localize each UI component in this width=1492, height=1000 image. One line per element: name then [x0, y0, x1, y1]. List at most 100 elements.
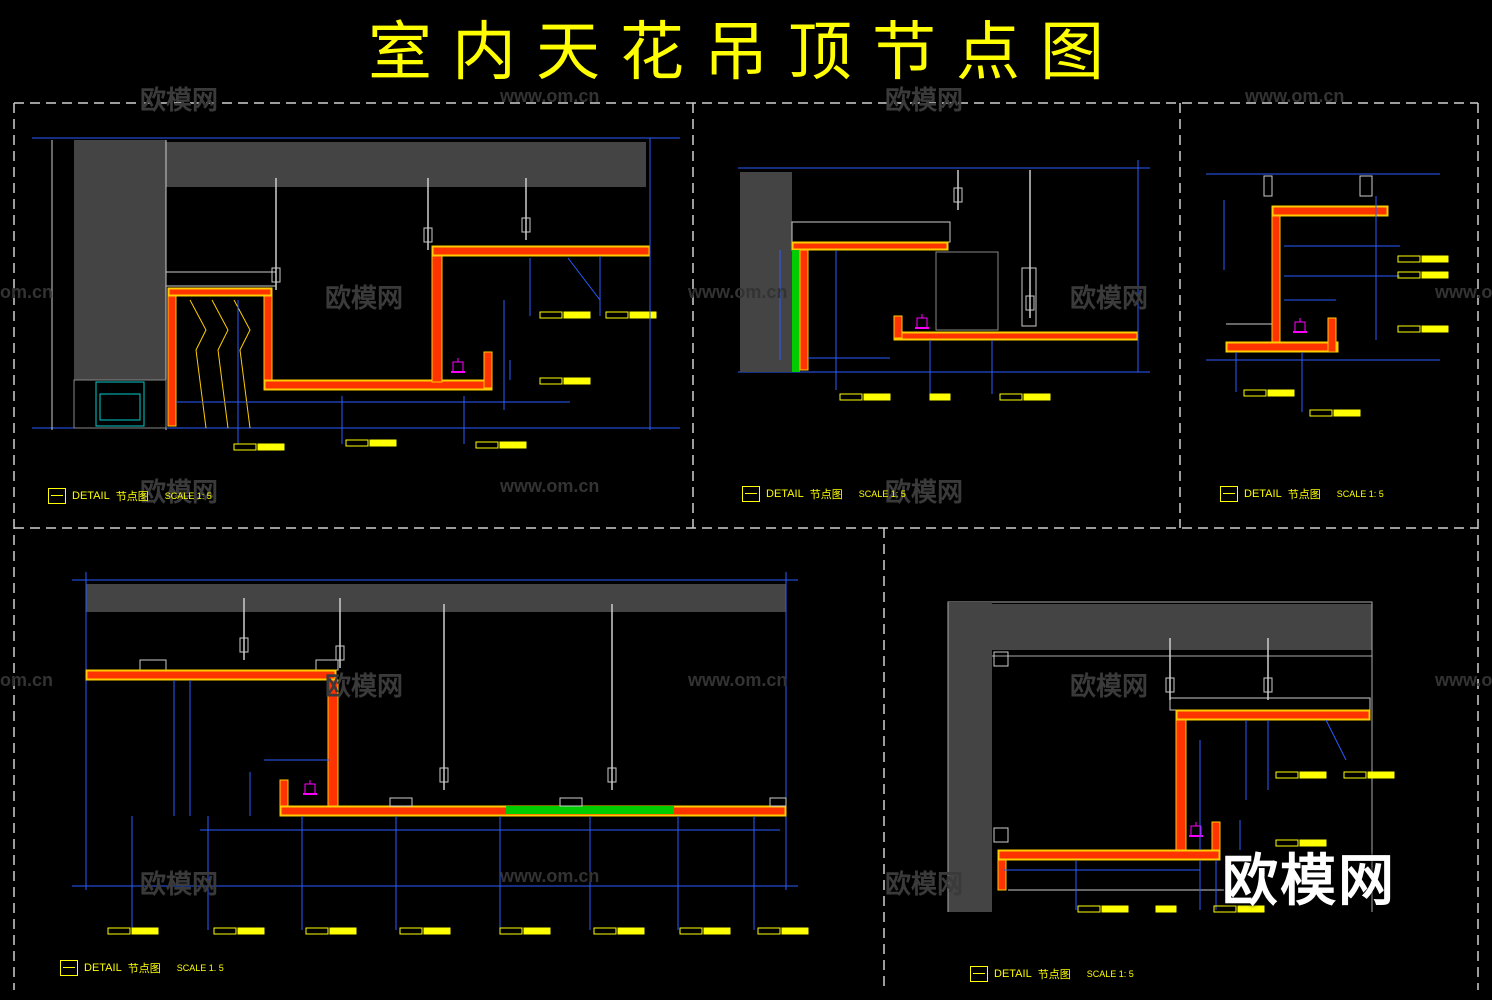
material-tag [605, 311, 629, 319]
watermark-url: www.om.cn [1245, 86, 1345, 106]
hanger-clip [607, 767, 617, 783]
gypsum-board-vertical [997, 859, 1007, 891]
concrete-slab [992, 604, 1372, 650]
material-tag [1275, 839, 1299, 847]
detail-label: DETAIL [1244, 488, 1282, 500]
watermark-cn: 欧模网 [885, 870, 964, 900]
detail-scale: SCALE 1: 5 [1086, 969, 1134, 979]
gypsum-board-vertical [483, 351, 493, 389]
material-tag-text [423, 927, 451, 935]
watermark-url: www.om.cn [688, 670, 788, 690]
material-tag-text [563, 311, 591, 319]
detail-scale: SCALE 1: 5 [1336, 489, 1384, 499]
material-tag [305, 927, 329, 935]
gypsum-board-vertical [1327, 317, 1337, 353]
material-tag [1397, 325, 1421, 333]
material-tag [757, 927, 781, 935]
material-tag [1243, 389, 1267, 397]
watermark-cn: 欧模网 [885, 478, 964, 508]
section-cross [993, 827, 1009, 843]
detail-scale: SCALE 1. 5 [176, 963, 224, 973]
material-tag [1077, 905, 1101, 913]
material-tag-text [1299, 771, 1327, 779]
bulkhead-frame [165, 271, 277, 287]
gypsum-board [997, 849, 1221, 861]
detail-label: DETAIL [994, 968, 1032, 980]
detail-label: DETAIL [84, 962, 122, 974]
concrete-column [74, 140, 166, 380]
material-tag [399, 927, 423, 935]
cabinet-frame [73, 379, 167, 429]
material-tag-text [1421, 255, 1449, 263]
gypsum-board-vertical [263, 295, 273, 387]
light-fixture [304, 783, 316, 795]
hanger-clip [1263, 175, 1273, 197]
detail-name: 节点图 [115, 491, 149, 503]
gypsum-board [85, 669, 337, 681]
material-tag-text [703, 927, 731, 935]
light-fixture [916, 317, 928, 329]
material-tag-text [1267, 389, 1295, 397]
gypsum-board [1225, 341, 1339, 353]
detail-name: 节点图 [1287, 489, 1321, 501]
material-tag [499, 927, 523, 935]
gypsum-board-hatch [1176, 710, 1370, 720]
gypsum-board-vertical [799, 249, 809, 371]
material-tag-text [237, 927, 265, 935]
watermark-cn: 欧模网 [325, 672, 404, 702]
detail-label: DETAIL [766, 488, 804, 500]
detail-caption-5: DETAIL 节点图 SCALE 1: 5 [970, 966, 1134, 982]
hanger-clip [139, 659, 167, 671]
material-tag-text [1299, 839, 1327, 847]
detail-scale: SCALE 1: 5 [164, 491, 212, 501]
carrier-clip [559, 797, 583, 807]
detail-caption-2: DETAIL 节点图 SCALE 1: 5 [742, 486, 906, 502]
concrete-wall [948, 602, 992, 912]
material-tag-text [863, 393, 891, 401]
detail-badge-icon [60, 960, 78, 976]
material-tag [1275, 771, 1299, 779]
gypsum-board-hatch [432, 246, 650, 256]
gypsum-board-vertical [1271, 215, 1281, 345]
detail-caption-1: DETAIL 节点图 SCALE 1: 5 [48, 488, 212, 504]
material-tag [999, 393, 1023, 401]
detail-name: 节点图 [1037, 969, 1071, 981]
hanger-clip [335, 645, 345, 661]
gypsum-board [167, 287, 273, 297]
material-tag-text [1333, 409, 1361, 417]
material-tag-text [1421, 271, 1449, 279]
oven-door [99, 393, 141, 421]
material-tag [539, 377, 563, 385]
duct-line [233, 299, 251, 429]
hanger-clip [239, 637, 249, 653]
material-tag-text [1237, 905, 1265, 913]
bulkhead-frame [1169, 697, 1371, 711]
material-tag [1397, 255, 1421, 263]
gypsum-board-hatch [792, 242, 948, 250]
gypsum-board-vertical [167, 295, 177, 427]
watermark-cn: 欧模网 [885, 86, 964, 116]
material-tag-text [499, 441, 527, 449]
detail-badge-icon [742, 486, 760, 502]
material-tag-text [1155, 905, 1177, 913]
material-tag-text [329, 927, 357, 935]
duct-line [211, 299, 229, 429]
hanger-clip [953, 187, 963, 203]
material-tag [1343, 771, 1367, 779]
material-tag-text [257, 443, 285, 451]
wall-finish [792, 250, 800, 372]
material-tag [213, 927, 237, 935]
detail-caption-4: DETAIL 节点图 SCALE 1. 5 [60, 960, 224, 976]
gypsum-board-hatch [86, 670, 336, 680]
watermark-url: om.cn [0, 670, 54, 690]
watermark-cn: 欧模网 [140, 478, 219, 508]
corner-watermark-logo: 欧模网 [1222, 849, 1396, 914]
material-tag [679, 927, 703, 935]
hanger-clip [1263, 677, 1273, 693]
material-tag [345, 439, 369, 447]
page-title: 室内天花吊顶节点图 [368, 16, 1124, 90]
panel-frames [13, 102, 1479, 990]
concrete-wall [740, 172, 792, 372]
material-tag-text [629, 311, 657, 319]
watermark-cn: 欧模网 [140, 86, 219, 116]
